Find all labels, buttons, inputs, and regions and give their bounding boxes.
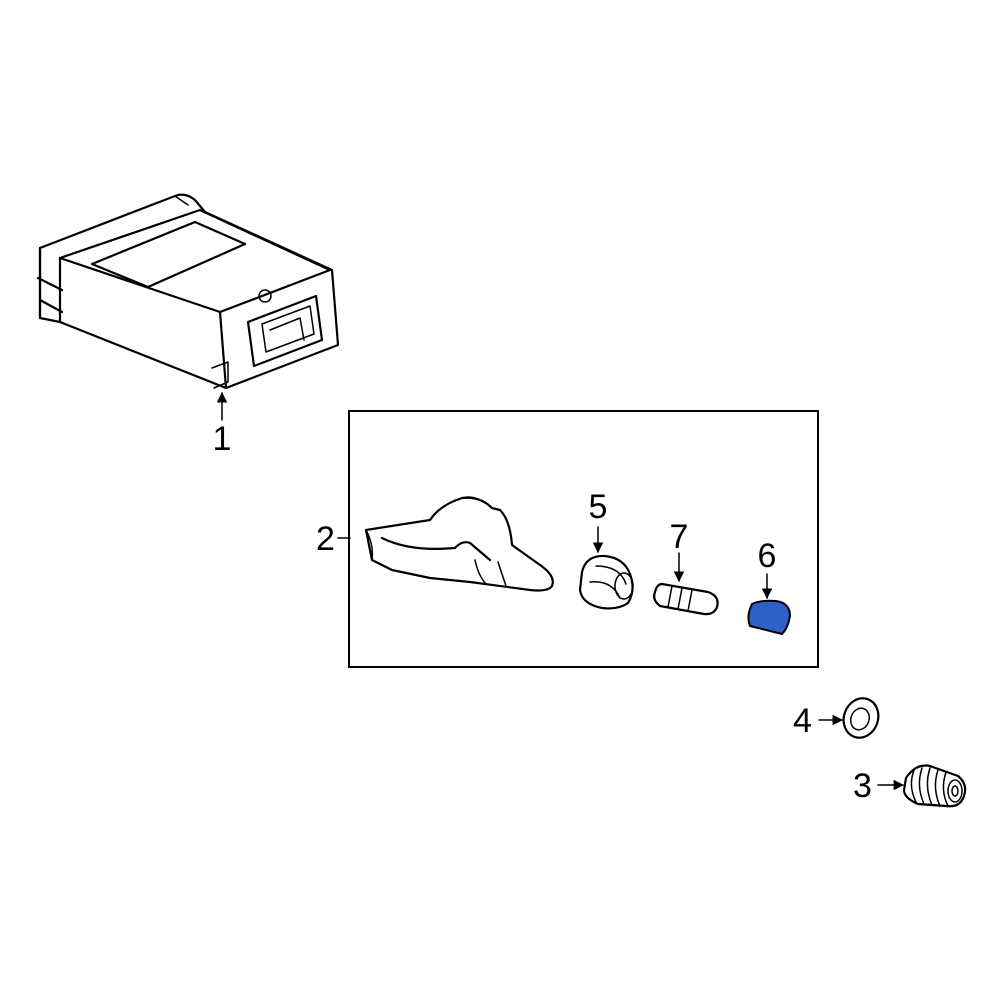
callout-6: 6 <box>758 537 777 575</box>
highlighted-part-6-fill <box>747 599 791 635</box>
control-module-part[interactable] <box>36 193 340 390</box>
grommet-part[interactable] <box>902 764 967 808</box>
callout-5: 5 <box>589 488 608 526</box>
tpms-sensor-part[interactable] <box>364 496 554 592</box>
cap-part[interactable] <box>578 554 634 610</box>
callout-3: 3 <box>853 767 872 805</box>
valve-core-part[interactable] <box>653 582 719 616</box>
kit-frame <box>348 410 819 668</box>
washer-part[interactable] <box>838 693 884 742</box>
highlighted-part-6[interactable] <box>747 599 791 635</box>
callout-2: 2 <box>316 520 335 558</box>
callout-1: 1 <box>213 420 232 458</box>
callout-7: 7 <box>670 518 689 556</box>
callout-4: 4 <box>793 702 812 740</box>
